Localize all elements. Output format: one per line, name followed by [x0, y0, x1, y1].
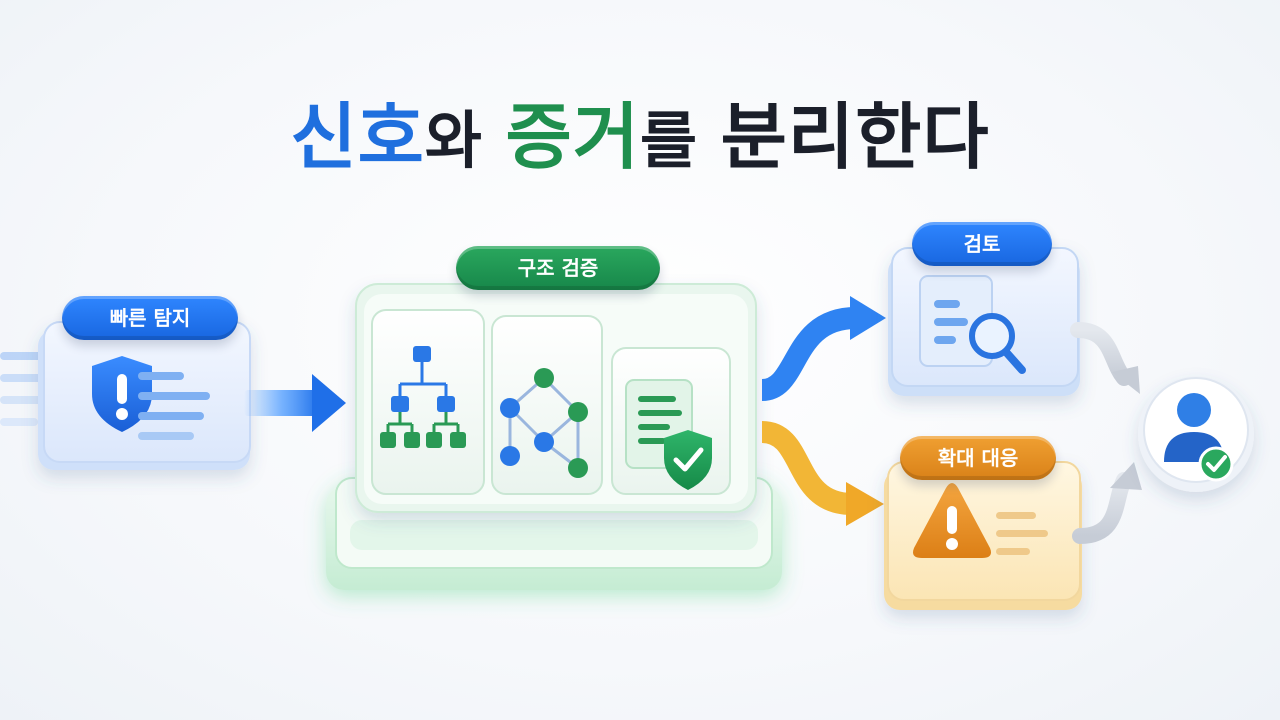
arrow-review-to-user	[1070, 322, 1140, 394]
document-shield-check-icon	[625, 379, 712, 490]
title-signal: 신호	[290, 95, 425, 179]
document-search-icon	[919, 275, 1026, 374]
network-graph-icon	[500, 368, 588, 478]
title-evidence: 증거	[505, 95, 640, 179]
arrow-to-escalate	[760, 421, 884, 526]
escalate-text-lines	[996, 512, 1048, 555]
title-particle: 를	[640, 104, 721, 177]
title-and: 와	[424, 104, 506, 177]
warning-triangle-icon	[913, 483, 991, 558]
network-tile	[491, 315, 603, 495]
arrow-to-review	[760, 296, 886, 401]
label-escalate: 확대 대응	[900, 436, 1056, 480]
user-check-icon	[1164, 393, 1234, 482]
arrow-escalate-to-user	[1072, 462, 1142, 544]
text-lines-icon	[138, 372, 210, 440]
title-rest: 분리한다	[720, 95, 990, 179]
arrow-to-structure	[244, 374, 346, 432]
label-structure-verify: 구조 검증	[456, 246, 660, 290]
label-fast-detect: 빠른 탐지	[62, 296, 238, 340]
label-review: 검토	[912, 222, 1052, 266]
hierarchy-tile	[371, 309, 485, 495]
hierarchy-tree-icon	[380, 346, 466, 448]
shield-alert-icon	[92, 356, 152, 432]
page-title: 신호와 증거를 분리한다	[0, 78, 1280, 183]
